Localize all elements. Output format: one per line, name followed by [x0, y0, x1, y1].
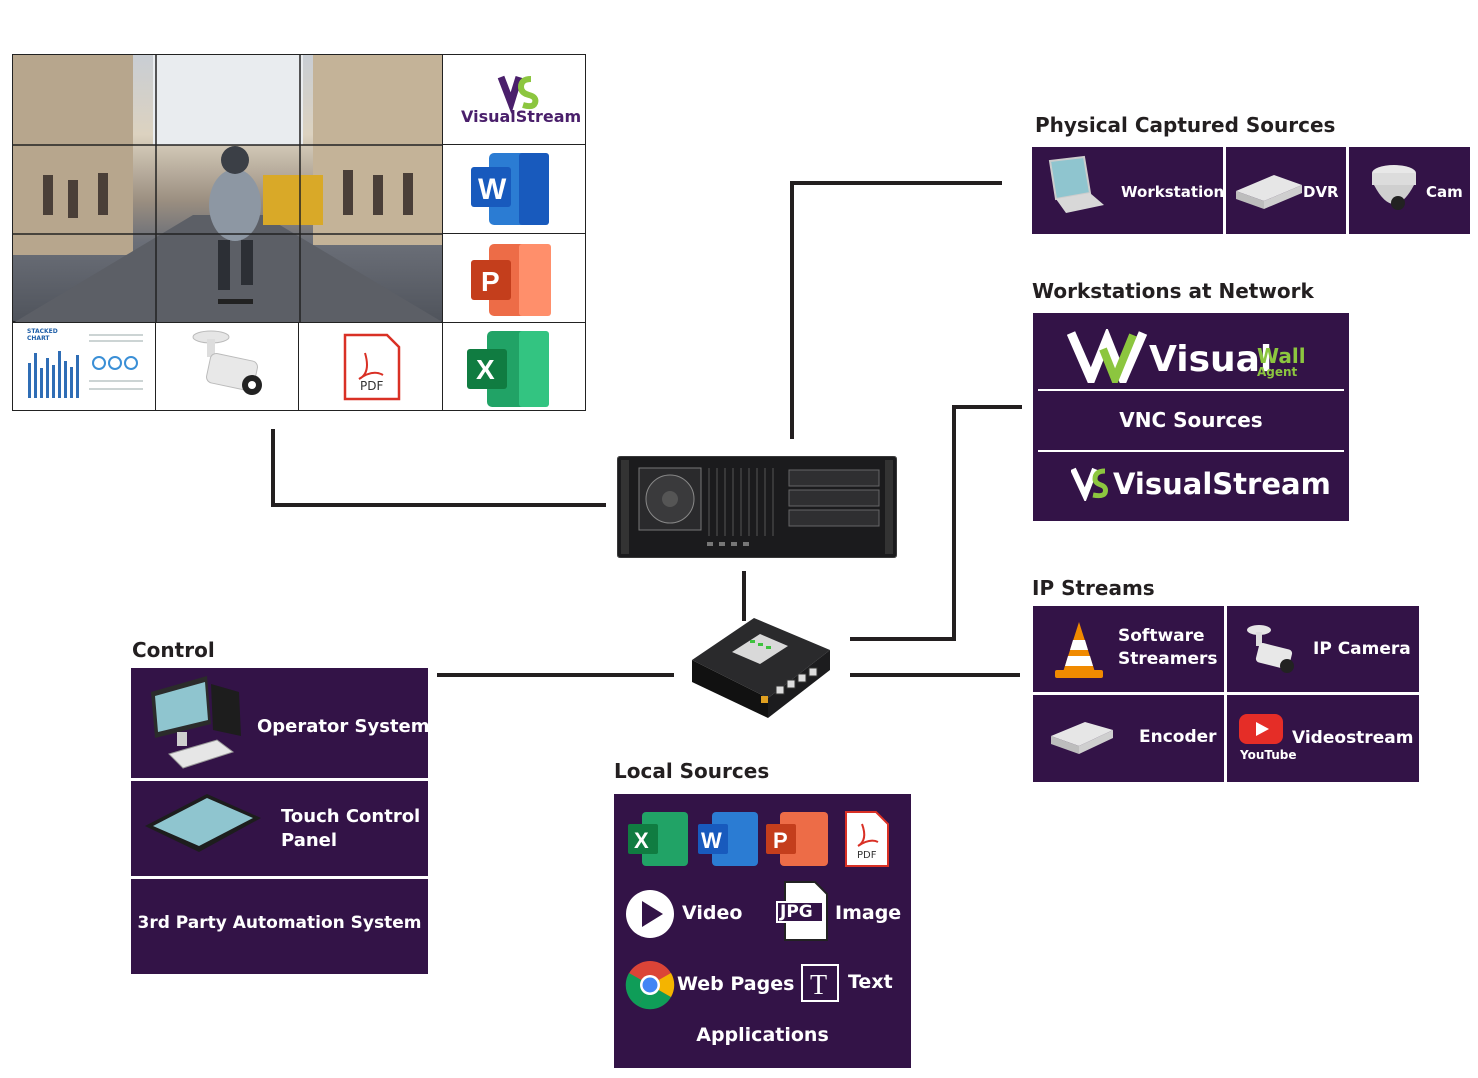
laptop-icon	[1048, 155, 1104, 213]
local-sources-heading: Local Sources	[614, 759, 770, 783]
jpg-image-icon	[776, 881, 828, 941]
visualstream-network-text: VisualStream	[1113, 467, 1331, 501]
youtube-label: YouTube	[1240, 748, 1297, 762]
jpg-label: JPG	[780, 902, 813, 922]
network-panel: Visual Wall Agent VNC Sources VisualStre…	[1033, 313, 1349, 521]
visualstream-logo-text: VisualStream	[461, 107, 582, 126]
visualwall-brand: Visual	[1149, 339, 1273, 380]
svg-text:P: P	[481, 266, 500, 297]
operator-pc-icon	[151, 676, 241, 769]
dome-camera-icon	[1372, 165, 1416, 210]
automation-system-label: 3rd Party Automation System	[137, 913, 422, 933]
wire-network-vertical	[952, 405, 956, 641]
video-label: Video	[682, 902, 743, 924]
wire-physical-horizontal	[790, 181, 1002, 185]
wire-wall-vertical	[271, 429, 275, 507]
applications-label: Applications	[696, 1024, 829, 1046]
excel-small-icon: X	[628, 812, 688, 866]
visualwall-wall: Wall	[1257, 344, 1306, 368]
ip-streams-panel: Software Streamers IP Camera Encoder You…	[1033, 606, 1419, 782]
powerpoint-small-icon: P	[766, 812, 828, 866]
ip-streams-heading: IP Streams	[1032, 576, 1155, 600]
encoder-icon	[1051, 722, 1113, 754]
powerpoint-icon: P	[471, 244, 551, 316]
visualstream-mark-icon	[1071, 467, 1108, 501]
wire-wall-horizontal	[271, 503, 606, 507]
network-switch-icon	[688, 614, 833, 720]
video-play-icon	[626, 890, 674, 938]
youtube-icon	[1239, 714, 1283, 744]
cam-label: Cam	[1426, 183, 1463, 201]
vlc-cone-icon	[1055, 622, 1103, 678]
powerpoint-tile: P	[442, 233, 586, 323]
visualwall-agent: Agent	[1257, 365, 1298, 379]
visualstream-logo-tile: VisualStream	[442, 54, 586, 145]
dvr-icon	[1236, 175, 1302, 209]
street-scene	[13, 55, 444, 323]
pdf-tile: PDF	[298, 322, 443, 411]
svg-text:X: X	[634, 828, 649, 853]
word-small-icon: W	[698, 812, 758, 866]
chrome-icon	[625, 961, 675, 1010]
control-heading: Control	[132, 638, 215, 662]
local-sources-panel: X W P PDF Video JPG Image Web Pages T Te…	[614, 794, 911, 1068]
word-icon: W	[471, 153, 549, 225]
video-wall: VisualStream W P STACKED CHART	[12, 54, 586, 411]
excel-tile: X	[442, 322, 586, 411]
software-streamers-line1: Software	[1118, 626, 1205, 646]
chart-title: STACKED CHART	[27, 328, 58, 342]
wire-ip-streams	[850, 673, 1020, 677]
physical-sources-heading: Physical Captured Sources	[1035, 113, 1336, 137]
stacked-chart-thumbnail	[28, 334, 143, 398]
software-streamers-line2: Streamers	[1118, 649, 1218, 669]
wire-server-switch	[742, 571, 746, 621]
wire-physical-vertical	[790, 181, 794, 439]
svg-text:W: W	[701, 828, 722, 853]
workstation-label: Workstation	[1121, 183, 1225, 201]
camera-tile	[155, 322, 299, 411]
videostream-label: Videostream	[1292, 728, 1414, 748]
svg-text:X: X	[476, 354, 495, 385]
svg-text:P: P	[773, 828, 788, 853]
pdf-small-icon	[845, 811, 889, 867]
bullet-camera-icon	[192, 330, 262, 395]
text-label: Text	[848, 971, 893, 993]
image-label: Image	[835, 902, 902, 924]
vnc-sources-label: VNC Sources	[1119, 408, 1263, 432]
visualwall-logo-text: Visual	[1149, 339, 1272, 380]
control-panel: Operator System Touch Control Panel 3rd …	[131, 668, 430, 974]
excel-icon: X	[467, 331, 549, 407]
street-photo	[12, 54, 444, 323]
text-icon: T	[801, 964, 839, 1002]
visualstream-logo-icon	[497, 75, 539, 114]
ip-camera-icon	[1247, 625, 1294, 673]
pdf-label: PDF	[360, 379, 384, 393]
encoder-label: Encoder	[1139, 727, 1217, 747]
pdf-small-label: PDF	[857, 850, 877, 861]
ip-camera-label: IP Camera	[1313, 639, 1411, 659]
web-pages-label: Web Pages	[677, 973, 795, 995]
wire-control	[437, 673, 674, 677]
dvr-label: DVR	[1303, 183, 1339, 201]
tablet-icon	[145, 794, 261, 852]
visualwall-logo-icon	[1067, 329, 1148, 383]
physical-sources-panel: Workstation DVR Cam	[1032, 147, 1470, 234]
skater-figure	[209, 146, 261, 304]
svg-text:T: T	[810, 970, 827, 1001]
svg-text:W: W	[478, 173, 507, 206]
touch-panel-line1: Touch Control	[281, 806, 421, 827]
server-icon	[616, 455, 898, 559]
network-heading: Workstations at Network	[1032, 279, 1314, 303]
operator-system-label: Operator System	[257, 716, 430, 737]
wire-network-bottom	[850, 637, 956, 641]
touch-panel-line2: Panel	[281, 830, 338, 851]
pdf-icon	[343, 333, 401, 401]
wire-network-top	[952, 405, 1022, 409]
word-tile: W	[442, 144, 586, 234]
chart-tile: STACKED CHART	[12, 322, 156, 411]
